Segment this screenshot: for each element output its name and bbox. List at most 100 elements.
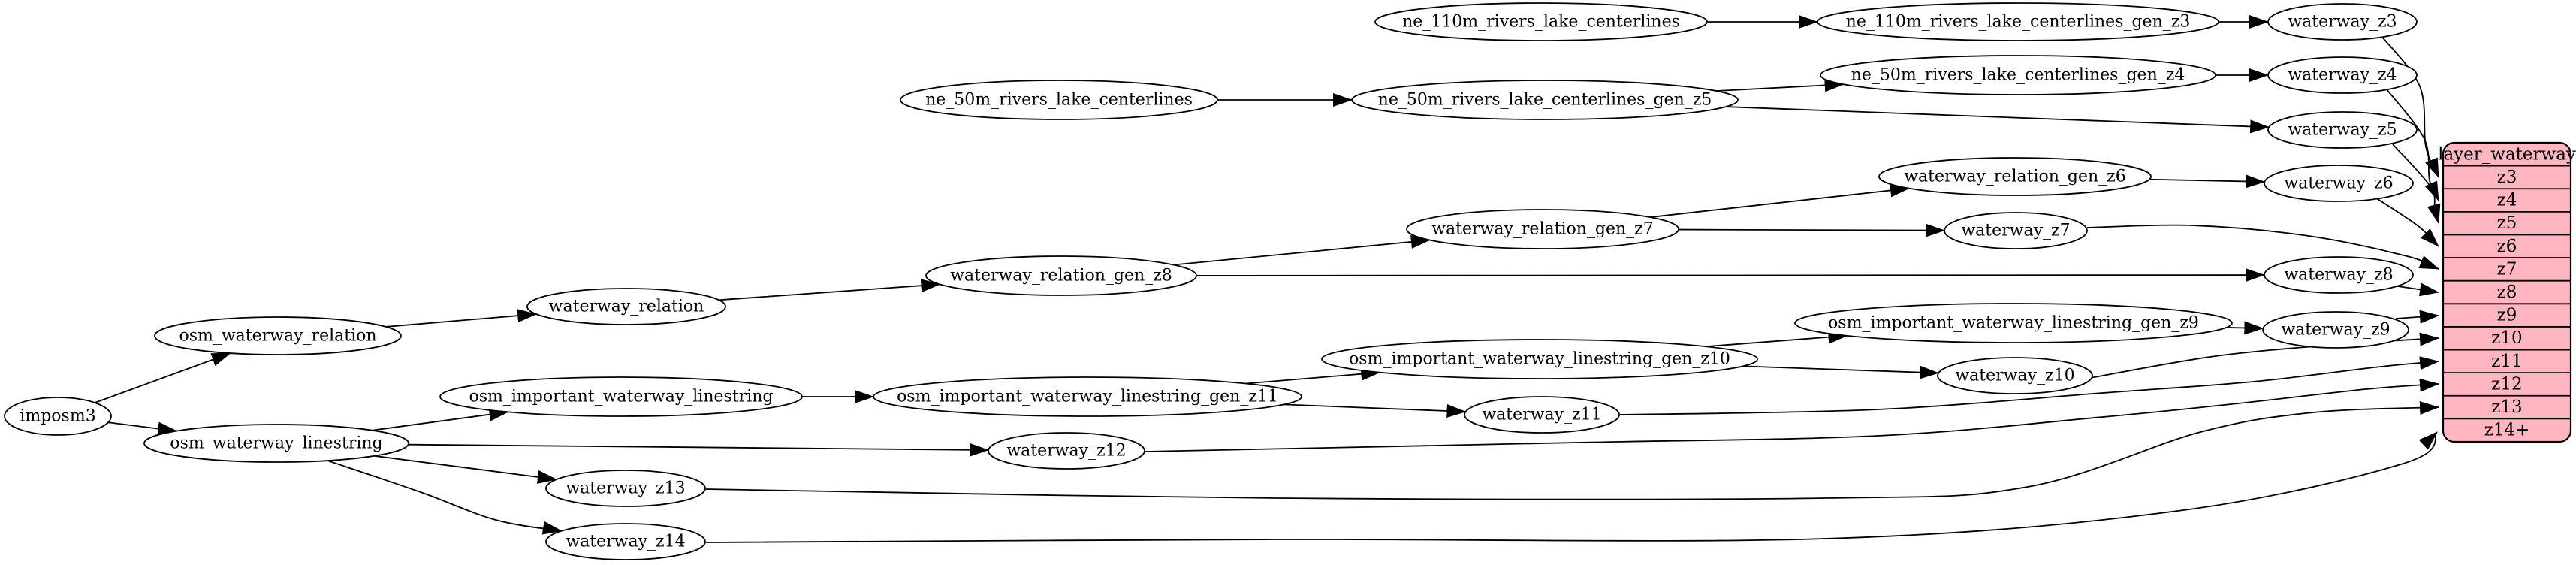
node-label: ne_50m_rivers_lake_centerlines — [925, 91, 1193, 110]
record-row-z5: z5 — [2497, 213, 2517, 233]
node-label: ne_110m_rivers_lake_centerlines — [1402, 13, 1680, 32]
node-ellipse — [873, 376, 1302, 417]
edge-waterway_z11-to-layer_waterway-z11 — [1619, 356, 2439, 415]
node-waterway_z3: waterway_z3 — [2267, 3, 2418, 41]
node-label: waterway_z11 — [1482, 406, 1601, 425]
node-label: waterway_z9 — [2281, 321, 2390, 340]
node-waterway_z14: waterway_z14 — [545, 523, 706, 560]
node-ellipse — [1794, 303, 2233, 343]
edge-waterway_z6-to-layer_waterway-z6 — [2377, 198, 2439, 247]
edge-waterway_relation_gen_z6-to-waterway_z6 — [2149, 174, 2266, 189]
node-ne_50m_rivers_lake_centerlines_gen_z5: ne_50m_rivers_lake_centerlines_gen_z5 — [1351, 80, 1739, 120]
node-label: osm_waterway_linestring — [170, 434, 382, 453]
node-label: osm_important_waterway_linestring — [469, 388, 773, 406]
node-label: imposm3 — [20, 407, 95, 426]
node-ellipse — [900, 80, 1218, 120]
node-label: waterway_relation_gen_z7 — [1431, 220, 1654, 239]
nodes-layer: imposm3 osm_waterway_relation osm_waterway… — [4, 2, 2418, 560]
node-label: waterway_z5 — [2288, 121, 2397, 140]
node-label: waterway_z13 — [566, 479, 685, 498]
edge-waterway_z7-to-layer_waterway-z7 — [2086, 224, 2439, 270]
edge-waterway_z12-to-layer_waterway-z12 — [1145, 378, 2439, 452]
node-label: waterway_z4 — [2288, 66, 2397, 85]
record-row-z9: z9 — [2497, 306, 2517, 325]
record-row-z12: z12 — [2491, 374, 2522, 394]
edge-waterway_relation_gen_z8-to-waterway_relation_gen_z7 — [1173, 234, 1431, 266]
node-label: osm_important_waterway_linestring_gen_z9 — [1828, 314, 2199, 333]
node-imposm3: imposm3 — [4, 397, 112, 436]
edge-waterway_relation-to-waterway_relation_gen_z8 — [718, 279, 941, 301]
node-waterway_z6: waterway_z6 — [2264, 165, 2414, 202]
node-ellipse — [143, 424, 409, 463]
record-row-z6: z6 — [2497, 237, 2517, 256]
node-ellipse — [2264, 165, 2414, 202]
node-label: waterway_z3 — [2288, 13, 2397, 32]
edge-ne_50m_rivers_lake_centerlines_gen_z5-to-ne_50m_rivers_lake_centerlines_gen_z4 — [1716, 78, 1845, 92]
edge-osm_important_waterway_linestring_gen_z10-to-osm_important_waterway_linestring_gen_z9 — [1706, 330, 1848, 348]
node-label: ne_50m_rivers_lake_centerlines_gen_z5 — [1378, 91, 1712, 110]
record-row-z4: z4 — [2497, 191, 2517, 210]
edge-osm_waterway_linestring-to-waterway_z12 — [408, 443, 990, 457]
edge-ne_50m_rivers_lake_centerlines_gen_z5-to-waterway_z5 — [1725, 106, 2270, 134]
edge-waterway_z8-to-layer_waterway-z8 — [2392, 282, 2439, 297]
edge-osm_important_waterway_linestring_gen_z10-to-waterway_z10 — [1742, 365, 1940, 379]
node-osm_waterway_linestring: osm_waterway_linestring — [143, 424, 409, 463]
node-ellipse — [1937, 357, 2093, 394]
node-label: waterway_relation_gen_z6 — [1904, 168, 2126, 186]
node-waterway_z13: waterway_z13 — [545, 470, 706, 507]
edge-osm_waterway_linestring-to-osm_important_waterway_linestring — [372, 407, 509, 431]
node-osm_waterway_relation: osm_waterway_relation — [154, 316, 402, 355]
node-ellipse — [1374, 2, 1708, 41]
node-osm_important_waterway_linestring_gen_z9: osm_important_waterway_linestring_gen_z9 — [1794, 303, 2233, 343]
node-ellipse — [1321, 339, 1758, 379]
record-node-layer-waterway: layer_waterwayz3z4z5z6z7z8z9z10z11z12z13… — [2438, 141, 2576, 443]
node-ne_110m_rivers_lake_centerlines_gen_z3: ne_110m_rivers_lake_centerlines_gen_z3 — [1817, 2, 2219, 41]
node-label: waterway_z12 — [1006, 442, 1126, 461]
node-label: waterway_z10 — [1955, 367, 2074, 385]
edge-osm_waterway_linestring-to-waterway_z13 — [374, 455, 557, 484]
edge-waterway_relation_gen_z8-to-waterway_z8 — [1196, 268, 2265, 282]
node-waterway_z7: waterway_z7 — [1944, 212, 2088, 249]
node-ellipse — [1944, 212, 2088, 249]
edge-osm_important_waterway_linestring_gen_z11-to-waterway_z11 — [1283, 403, 1467, 418]
node-osm_important_waterway_linestring: osm_important_waterway_linestring — [439, 376, 803, 417]
node-label: osm_important_waterway_linestring_gen_z1… — [897, 388, 1278, 406]
node-waterway_z10: waterway_z10 — [1937, 357, 2093, 394]
node-label: ne_50m_rivers_lake_centerlines_gen_z4 — [1851, 66, 2185, 85]
node-waterway_z5: waterway_z5 — [2267, 111, 2418, 149]
node-waterway_z9: waterway_z9 — [2262, 311, 2409, 349]
edge-osm_important_waterway_linestring_gen_z11-to-osm_important_waterway_linestring_gen_z10 — [1245, 367, 1381, 385]
node-ellipse — [4, 397, 112, 436]
node-label: osm_waterway_relation — [179, 327, 376, 346]
edges-layer — [94, 15, 2441, 543]
node-ellipse — [1878, 157, 2152, 196]
node-ellipse — [2267, 111, 2418, 149]
node-label: waterway_z7 — [1961, 222, 2070, 240]
node-ne_50m_rivers_lake_centerlines: ne_50m_rivers_lake_centerlines — [900, 80, 1218, 120]
node-ellipse — [1817, 2, 2219, 41]
node-ellipse — [545, 523, 706, 560]
edge-waterway_z10-to-layer_waterway-z10 — [2089, 332, 2439, 379]
node-waterway_relation_gen_z7: waterway_relation_gen_z7 — [1406, 209, 1679, 249]
edge-waterway_z9-to-layer_waterway-z9 — [2395, 310, 2439, 324]
node-ellipse — [1820, 55, 2216, 95]
node-ellipse — [154, 316, 402, 355]
edge-waterway_relation_gen_z7-to-waterway_relation_gen_z6 — [1649, 183, 1911, 218]
record-row-z13: z13 — [2491, 397, 2522, 417]
node-ellipse — [2267, 56, 2418, 94]
edge-imposm3-to-osm_waterway_relation — [94, 352, 231, 403]
node-ellipse — [439, 376, 803, 417]
node-label: waterway_z8 — [2284, 266, 2393, 285]
record-row-z3: z3 — [2497, 168, 2517, 187]
node-osm_important_waterway_linestring_gen_z11: osm_important_waterway_linestring_gen_z1… — [873, 376, 1302, 417]
edge-osm_waterway_linestring-to-waterway_z14 — [327, 460, 563, 535]
edge-osm_waterway_relation-to-waterway_relation — [385, 309, 538, 328]
node-waterway_z4: waterway_z4 — [2267, 56, 2418, 94]
node-ellipse — [2264, 256, 2414, 294]
record-row-z7: z7 — [2497, 259, 2517, 279]
record-row-z11: z11 — [2491, 352, 2522, 371]
node-ellipse — [925, 255, 1197, 296]
edge-waterway_z5-to-layer_waterway-z5 — [2392, 144, 2441, 224]
